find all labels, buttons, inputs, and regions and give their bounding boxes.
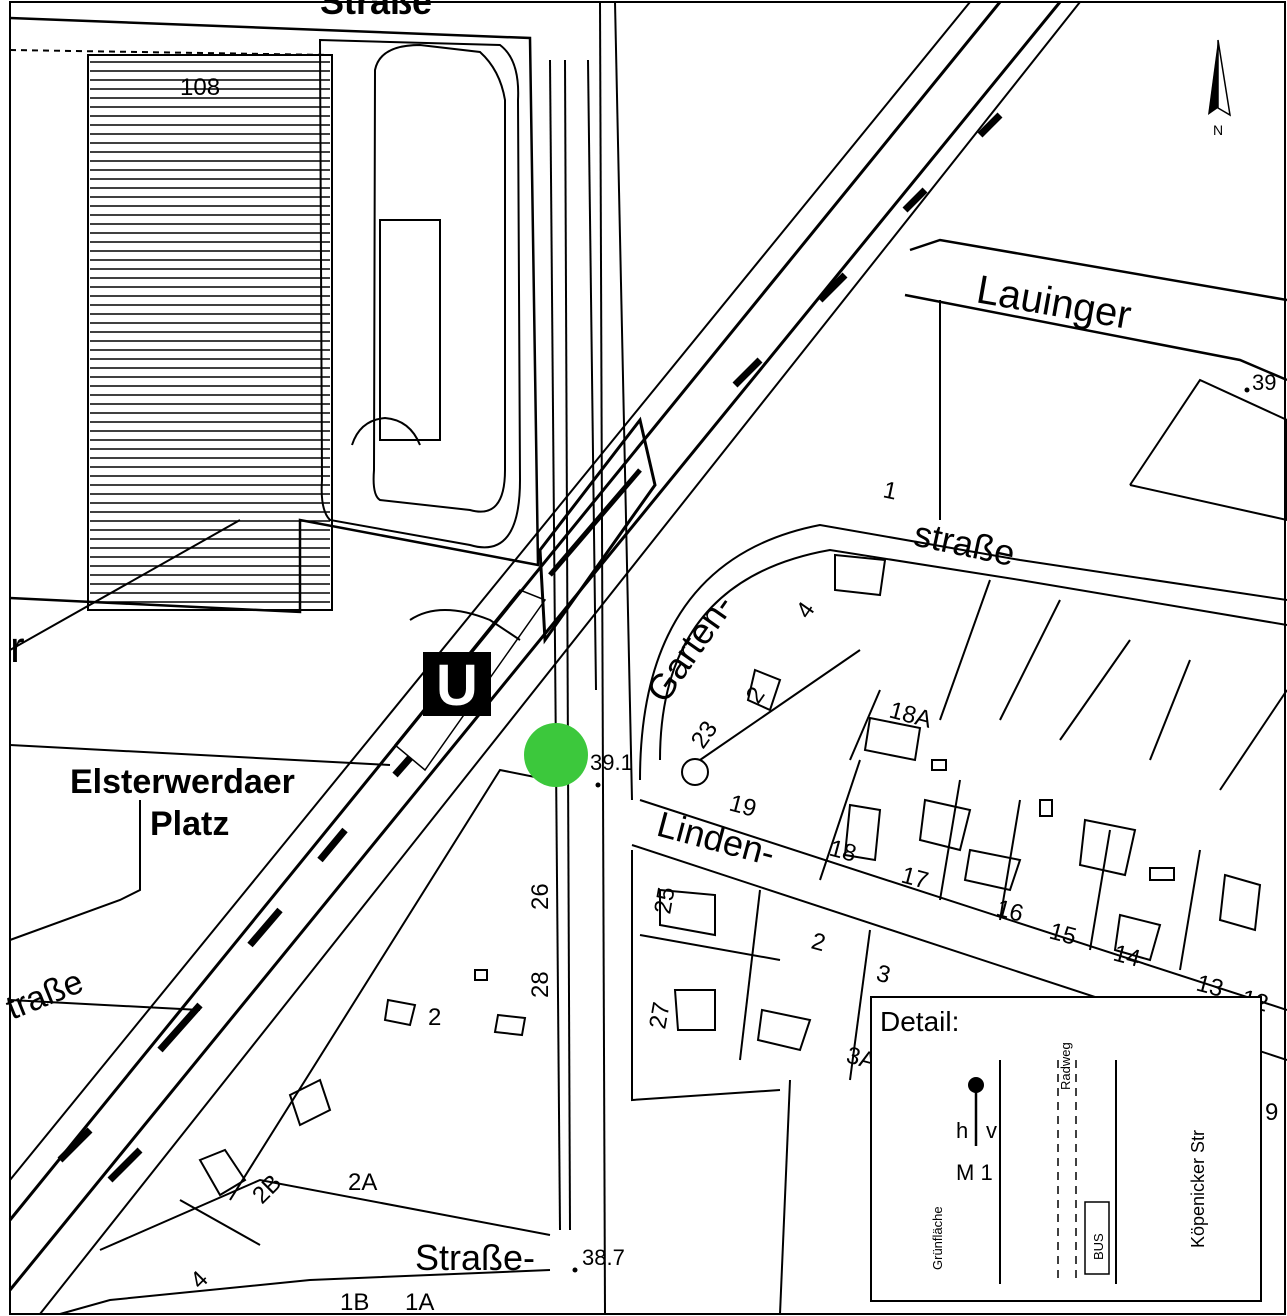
elevation-38-7: 38.7 bbox=[582, 1245, 625, 1270]
lauinger-street-label: Lauinger bbox=[973, 268, 1134, 338]
strasse-lower-label: Straße- bbox=[415, 1237, 535, 1278]
house-number: 15 bbox=[1046, 918, 1079, 951]
detail-h-label: h bbox=[956, 1118, 969, 1143]
subway-station-icon: U bbox=[423, 652, 491, 718]
map-lines bbox=[8, 1, 1287, 1315]
north-arrow-icon: N bbox=[1208, 39, 1231, 138]
hatched-building bbox=[87, 54, 333, 611]
elevation-39-1: 39.1 bbox=[590, 750, 633, 775]
top-street-label: Straße bbox=[320, 0, 432, 22]
detail-bus-label: BUS bbox=[1091, 1233, 1106, 1260]
house-number: 26 bbox=[527, 883, 554, 910]
house-number: 19 bbox=[726, 790, 759, 823]
garten-street-label: Garten- bbox=[638, 586, 742, 709]
house-number: 1A bbox=[405, 1289, 434, 1316]
detail-gruenflaeche-label: Grünfläche bbox=[930, 1206, 945, 1270]
left-fragment-label: r bbox=[10, 623, 25, 672]
detail-diagram bbox=[968, 1060, 1117, 1284]
subway-symbol-label: U bbox=[436, 653, 478, 718]
detail-inset: Detail: h v M 1 Radweg Grünfläche BUS Kö… bbox=[870, 996, 1262, 1302]
small-buildings bbox=[198, 553, 1262, 1197]
place-name-line2: Platz bbox=[150, 805, 229, 843]
house-number: 2 bbox=[808, 928, 828, 958]
house-number: 2 bbox=[428, 1004, 441, 1031]
track-dashes bbox=[57, 112, 1003, 1183]
detail-v-label: v bbox=[986, 1118, 997, 1143]
house-number: 2B bbox=[247, 1169, 287, 1209]
house-number: 9 bbox=[1265, 1099, 1278, 1126]
house-number: 1B bbox=[340, 1289, 369, 1316]
number-108-label: 108 bbox=[180, 74, 220, 101]
house-number: 25 bbox=[649, 885, 680, 916]
detail-street-label: Köpenicker Str bbox=[1188, 1129, 1208, 1248]
left-street-label: traße bbox=[1, 962, 89, 1027]
linden-street-label: Linden- bbox=[653, 803, 780, 874]
station-platform bbox=[393, 416, 657, 772]
detail-m1-label: M 1 bbox=[956, 1160, 993, 1185]
north-label: N bbox=[1213, 122, 1223, 138]
location-marker[interactable] bbox=[524, 723, 588, 787]
house-number: 28 bbox=[527, 971, 554, 998]
house-number: 27 bbox=[644, 1000, 675, 1031]
detail-title: Detail: bbox=[880, 1006, 960, 1037]
house-number: 18A bbox=[886, 697, 934, 734]
elevation-39: 39 bbox=[1252, 370, 1276, 395]
detail-radweg-label: Radweg bbox=[1058, 1042, 1073, 1090]
house-number: 14 bbox=[1110, 940, 1143, 973]
house-number: 4 bbox=[791, 597, 821, 623]
house-number: 1 bbox=[881, 476, 900, 505]
place-name-line1: Elsterwerdaer bbox=[70, 763, 295, 801]
house-number: 3 bbox=[873, 960, 893, 990]
house-number: 2 bbox=[741, 682, 771, 708]
house-number: 17 bbox=[898, 862, 931, 895]
house-number: 2A bbox=[348, 1169, 377, 1196]
